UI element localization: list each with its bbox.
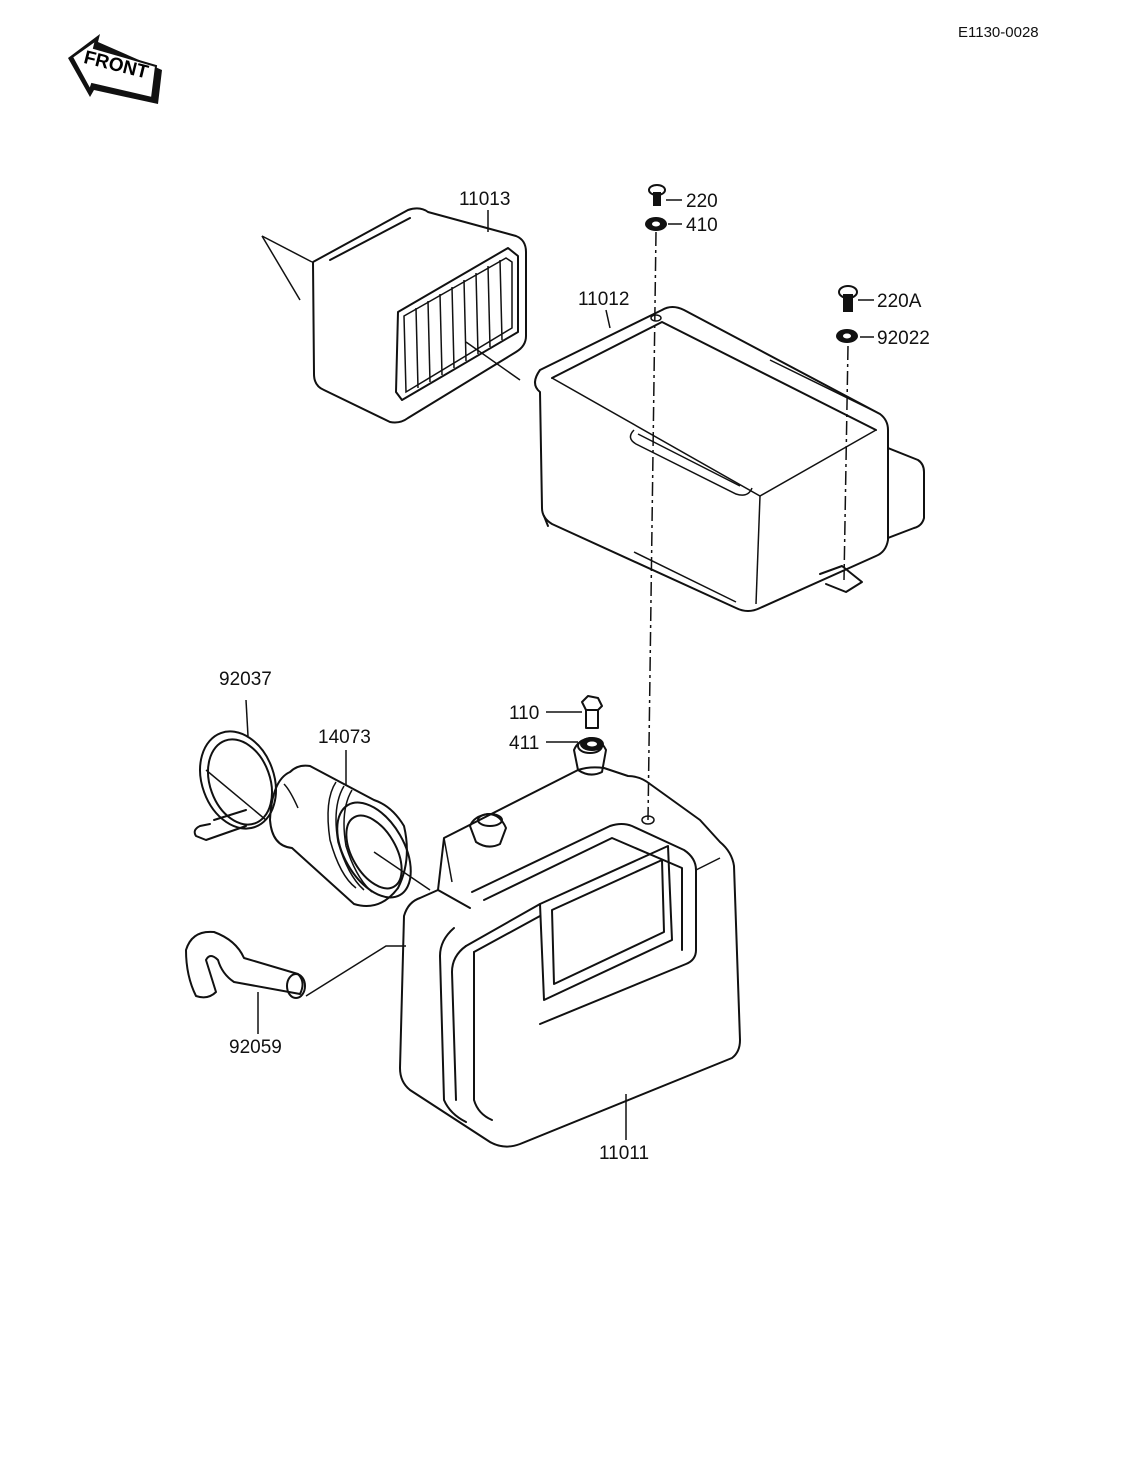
label-92059: 92059 xyxy=(229,1037,282,1058)
screw-220-icon xyxy=(648,184,682,206)
label-92037: 92037 xyxy=(219,669,272,690)
label-220A: 220A xyxy=(877,291,922,312)
drain-hose xyxy=(185,930,406,1034)
label-411: 411 xyxy=(509,733,540,754)
screw-220A-icon xyxy=(838,285,874,312)
label-110: 110 xyxy=(509,703,540,724)
label-11013: 11013 xyxy=(459,189,511,210)
label-410: 410 xyxy=(686,215,718,236)
label-11011: 11011 xyxy=(599,1143,650,1164)
align-line-main xyxy=(647,231,657,821)
front-arrow-icon: FRONT xyxy=(68,34,162,104)
label-92022: 92022 xyxy=(877,328,930,349)
bolt-110-icon xyxy=(546,695,603,729)
washer-410-icon xyxy=(645,217,682,231)
label-14073: 14073 xyxy=(318,727,371,748)
air-cleaner-cover xyxy=(534,306,925,612)
hose-clamp xyxy=(193,699,277,841)
air-filter-element xyxy=(261,207,527,424)
label-220: 220 xyxy=(686,191,718,212)
align-line-right xyxy=(843,345,849,581)
air-cleaner-case xyxy=(399,737,741,1148)
washer-92022-icon xyxy=(836,329,874,343)
air-duct xyxy=(269,750,431,907)
diagram-code: E1130-0028 xyxy=(958,24,1039,41)
label-11012: 11012 xyxy=(578,289,630,310)
